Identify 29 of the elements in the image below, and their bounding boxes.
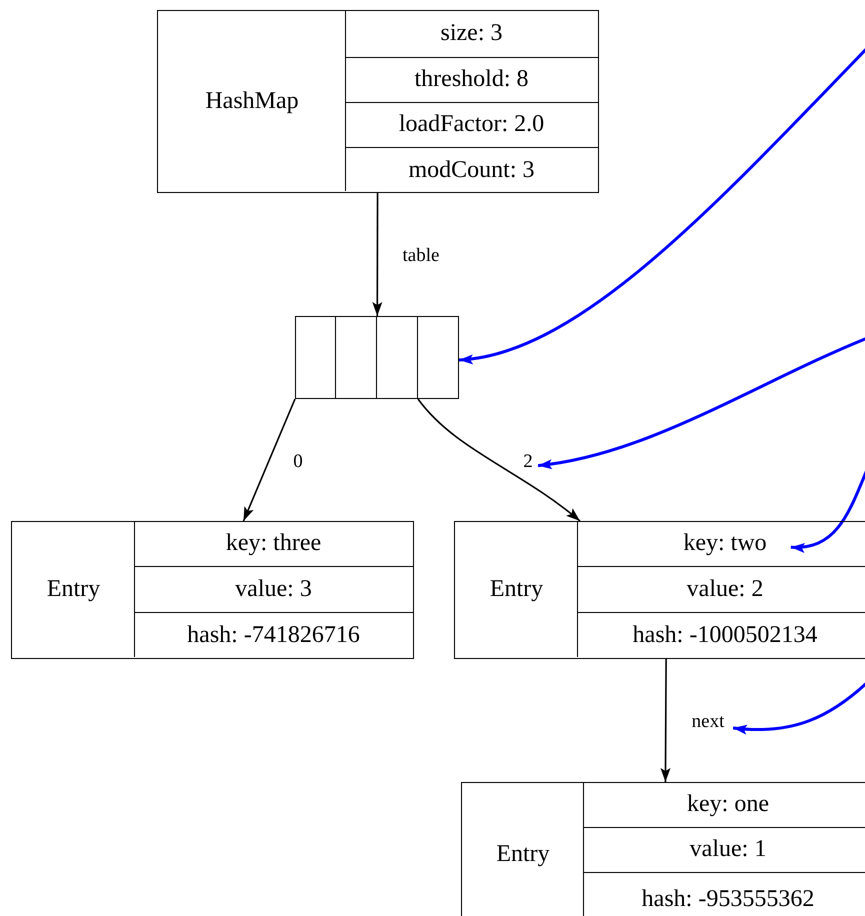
record-field: size: 3	[344, 10, 598, 56]
record-box	[11, 521, 414, 659]
record-field: key: three	[134, 520, 414, 566]
array-slot	[295, 316, 336, 399]
array-slot	[417, 316, 459, 399]
array-slot	[376, 316, 418, 399]
record-field: modCount: 3	[344, 146, 598, 192]
record-field: loadFactor: 2.0	[344, 102, 598, 146]
record-field: key: two	[576, 520, 865, 566]
arrow	[660, 659, 670, 782]
record-field: hash: -953555362	[582, 872, 865, 916]
arrow	[242, 398, 296, 522]
record-box	[454, 521, 865, 659]
record-field: value: 2	[576, 566, 865, 612]
record-box	[157, 10, 599, 193]
record-field: value: 1	[582, 826, 865, 872]
arrow	[372, 193, 382, 316]
record-field: threshold: 8	[344, 56, 598, 102]
record-name: Entry	[46, 575, 102, 604]
arrow	[417, 398, 580, 522]
record-name: Entry	[495, 840, 551, 868]
record-field: hash: -1000502134	[576, 612, 865, 658]
record-box	[461, 782, 865, 916]
array-slot	[335, 316, 377, 399]
record-field: hash: -741826716	[134, 612, 414, 658]
record-field: key: one	[582, 782, 865, 828]
record-name: HashMap	[204, 86, 300, 116]
record-field: value: 3	[134, 566, 414, 612]
record-name: Entry	[488, 575, 544, 604]
